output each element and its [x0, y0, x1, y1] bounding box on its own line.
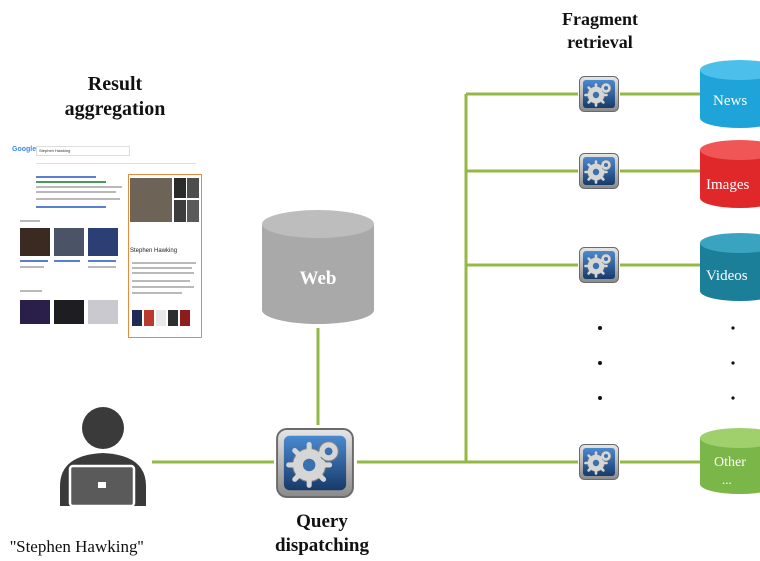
book-thumbnail [168, 310, 178, 326]
retrieval-gear-icon [579, 76, 619, 112]
user-icon [54, 407, 150, 512]
dispatch-gear-icon [277, 429, 353, 497]
search-query-box: Stephen Hawking [36, 146, 130, 156]
other-database: Other ... [700, 428, 760, 494]
retrieval-gear-icon [579, 153, 619, 189]
book-thumbnail [180, 310, 190, 326]
fragment-retrieval-label: Fragment retrieval [562, 9, 638, 52]
video-thumbnail [88, 228, 118, 256]
panel-title: Stephen Hawking [130, 248, 178, 254]
image-thumbnail [54, 300, 84, 324]
google-logo: Google [12, 146, 37, 153]
video-thumbnail [54, 228, 84, 256]
video-thumbnail [20, 228, 50, 256]
images-database: Images [700, 140, 760, 208]
connector-lines [152, 92, 700, 464]
images-label: Images [706, 177, 749, 193]
retrieval-gear-icon [579, 444, 619, 480]
ellipsis-dots [598, 326, 735, 400]
search-result-screenshot: Google Stephen Hawking Stephen Hawking [10, 140, 206, 340]
panel-image [187, 178, 199, 198]
query-dispatching-label: Query dispatching [275, 511, 369, 556]
videos-database: Videos [700, 233, 760, 301]
news-label: News [713, 93, 747, 109]
search-tabs [36, 158, 196, 164]
other-label: Other [714, 455, 746, 470]
image-thumbnail [20, 300, 50, 324]
retrieval-gear-icon [579, 247, 619, 283]
videos-label: Videos [706, 268, 748, 284]
book-thumbnail [156, 310, 166, 326]
other-sublabel: ... [722, 472, 732, 487]
panel-image [174, 200, 186, 222]
news-database: News [700, 60, 760, 128]
panel-image [187, 200, 199, 222]
image-thumbnail [88, 300, 118, 324]
web-label: Web [300, 268, 337, 289]
book-thumbnail [144, 310, 154, 326]
book-thumbnail [132, 310, 142, 326]
knowledge-panel [128, 174, 202, 338]
web-database: Web [262, 210, 374, 324]
user-query-text: ''Stephen Hawking'' [10, 537, 144, 556]
portrait-image [130, 178, 172, 222]
result-aggregation-label: Result aggregation [64, 73, 166, 120]
panel-image [174, 178, 186, 198]
